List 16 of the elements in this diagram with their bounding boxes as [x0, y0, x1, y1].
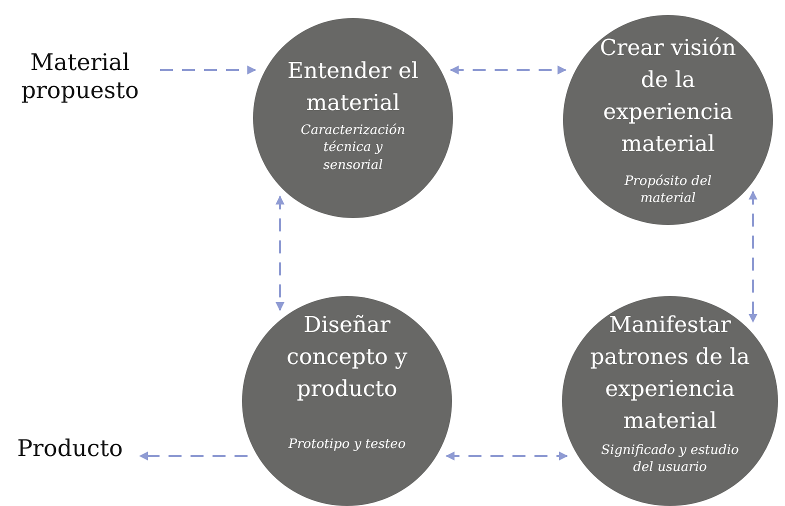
dashed-arrow	[276, 195, 284, 312]
dashed-arrow	[748, 190, 758, 323]
step-title: Manifestar patrones de la experiencia material	[590, 312, 750, 436]
step-subtitle: Caracterización técnica y sensorial	[300, 122, 406, 174]
step-title: Crear visión de la experiencia material	[598, 35, 738, 159]
dashed-arrow	[446, 452, 568, 460]
step-subtitle: Prototipo y testeo	[287, 436, 407, 454]
step-title: Entender el material	[286, 58, 420, 118]
step-title: Diseñar concepto y producto	[286, 312, 408, 404]
dashed-arrow	[450, 66, 567, 74]
input-output-label: Material propuesto	[20, 50, 140, 106]
input-output-label: Producto	[17, 436, 123, 464]
dashed-arrow	[139, 452, 248, 460]
step-subtitle: Significado y estudio del usuario	[600, 442, 740, 477]
dashed-arrow	[160, 66, 256, 74]
step-subtitle: Propósito del material	[623, 172, 713, 208]
